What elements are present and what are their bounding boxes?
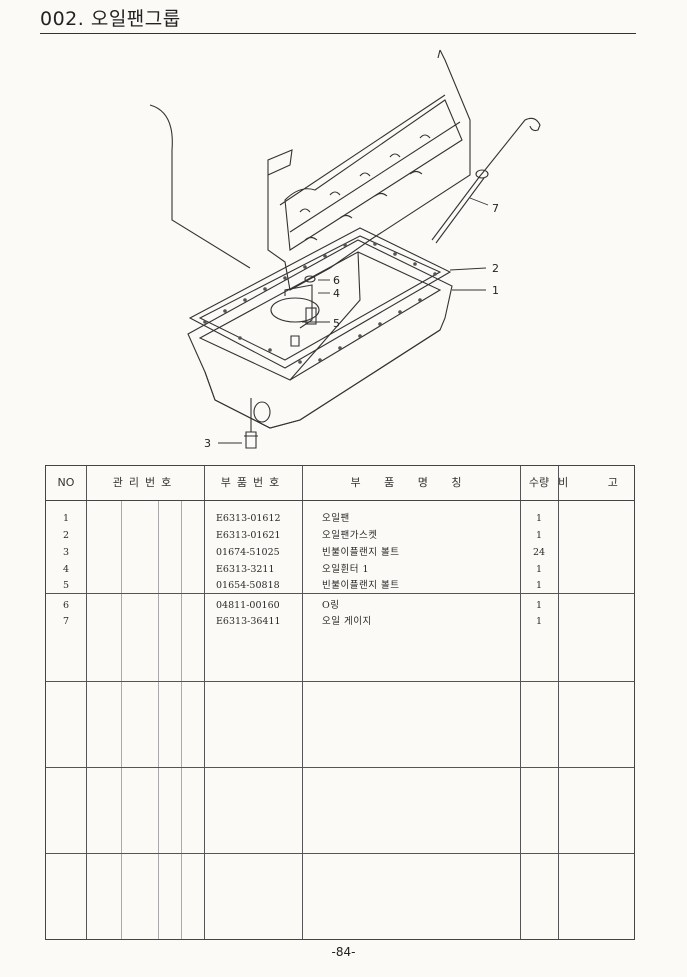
- oil-pan-1: [187, 239, 453, 429]
- callout-6: 6: [333, 274, 340, 287]
- engine-block: [267, 49, 471, 291]
- oil-pan-diagram: 7 2 1 6 4 5 3: [149, 49, 541, 450]
- callout-7: 7: [492, 202, 499, 215]
- header-mgmt-no: 관리번호: [112, 476, 178, 489]
- callout-3: 3: [204, 437, 211, 450]
- header-part-name: 부 품 명 칭: [350, 476, 472, 489]
- callout-1: 1: [492, 284, 499, 297]
- callout-2: 2: [492, 262, 499, 275]
- header-part-no: 부품번호: [220, 476, 286, 489]
- gasket-2: [188, 227, 452, 369]
- page-number: -84-: [331, 945, 356, 959]
- header-no: NO: [57, 476, 75, 489]
- dipstick-7: [431, 117, 541, 241]
- callout-5: 5: [333, 317, 340, 330]
- header-remarks: 비 고: [558, 476, 636, 489]
- callout-4: 4: [333, 287, 340, 300]
- header-qty: 수량: [528, 476, 550, 489]
- header-rule: [40, 33, 636, 34]
- page-title: 002. 오일팬그룹: [40, 8, 181, 30]
